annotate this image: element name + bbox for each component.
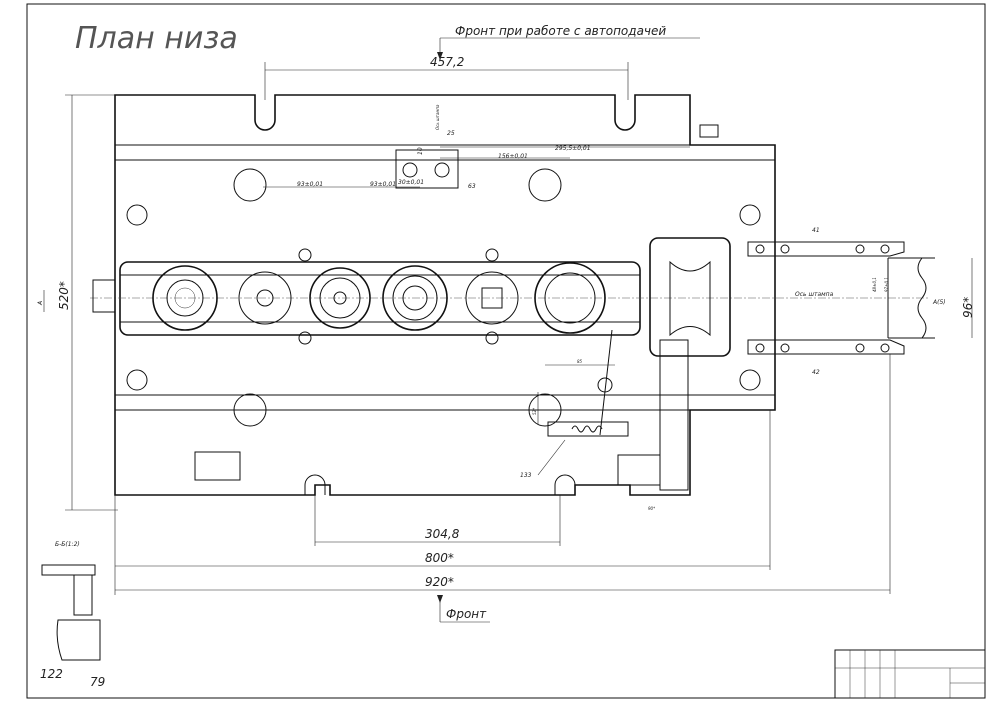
- svg-text:52*: 52*: [532, 408, 537, 415]
- base-plate: [114, 94, 776, 496]
- svg-text:520*: 520*: [57, 281, 71, 310]
- svg-text:63: 63: [468, 183, 476, 190]
- dim-520: 520* A: [37, 94, 118, 511]
- svg-text:A(5): A(5): [932, 299, 946, 306]
- svg-text:48±0,1: 48±0,1: [872, 277, 877, 292]
- front-auto-label: Фронт при работе с автоподачей: [455, 24, 666, 38]
- svg-text:30±0,01: 30±0,01: [398, 179, 424, 186]
- svg-text:133: 133: [520, 472, 532, 479]
- svg-text:41: 41: [812, 227, 820, 234]
- dim-457: 457,2: [264, 55, 629, 100]
- svg-text:25: 25: [447, 130, 455, 137]
- svg-text:A: A: [37, 301, 44, 306]
- svg-text:156±0,01: 156±0,01: [498, 153, 528, 160]
- svg-text:304,8: 304,8: [425, 527, 460, 541]
- svg-text:97±0,1: 97±0,1: [884, 277, 889, 292]
- die-stations: [152, 237, 731, 357]
- svg-text:295,5±0,01: 295,5±0,01: [555, 145, 591, 152]
- svg-text:85: 85: [577, 359, 583, 364]
- svg-text:457,2: 457,2: [430, 55, 464, 69]
- drawing-title: План низа: [75, 21, 238, 56]
- svg-text:920*: 920*: [425, 575, 454, 589]
- svg-text:Б-Б(1:2): Б-Б(1:2): [55, 541, 80, 548]
- svg-text:93±0,01: 93±0,01: [370, 181, 396, 188]
- svg-text:96*: 96*: [961, 297, 975, 318]
- strip-channel: [90, 261, 930, 336]
- svg-text:93±0,01: 93±0,01: [297, 181, 323, 188]
- svg-text:10: 10: [417, 147, 424, 155]
- svg-text:79: 79: [90, 675, 105, 689]
- svg-text:122: 122: [40, 667, 63, 681]
- sheet-frame: [26, 3, 986, 699]
- bolt-top: [699, 124, 719, 138]
- svg-text:42: 42: [812, 369, 820, 376]
- front-marker: Фронт: [437, 595, 490, 623]
- svg-text:Ось штампа: Ось штампа: [795, 291, 834, 298]
- svg-text:Ось штампа: Ось штампа: [435, 104, 440, 130]
- guide-holes: [126, 168, 761, 427]
- title-block: [834, 649, 986, 699]
- svg-text:Фронт: Фронт: [446, 607, 487, 621]
- bottom-dimensions: 304,8 800* 920*: [114, 354, 891, 595]
- front-auto-marker: Фронт при работе с автоподачей: [437, 24, 700, 60]
- top-dimensions: 295,5±0,01 156±0,01 93±0,01 93±0,01 30±0…: [263, 104, 690, 190]
- strip-guides: 96* A(5) Ось штампа 48±0,1 97±0,1 41 42: [747, 227, 975, 376]
- lever-spring-mechanism: 85 52* 133 90*: [194, 329, 689, 511]
- section-view: Б-Б(1:2) 122 79: [40, 541, 105, 689]
- svg-text:90*: 90*: [648, 506, 655, 511]
- svg-text:800*: 800*: [425, 551, 454, 565]
